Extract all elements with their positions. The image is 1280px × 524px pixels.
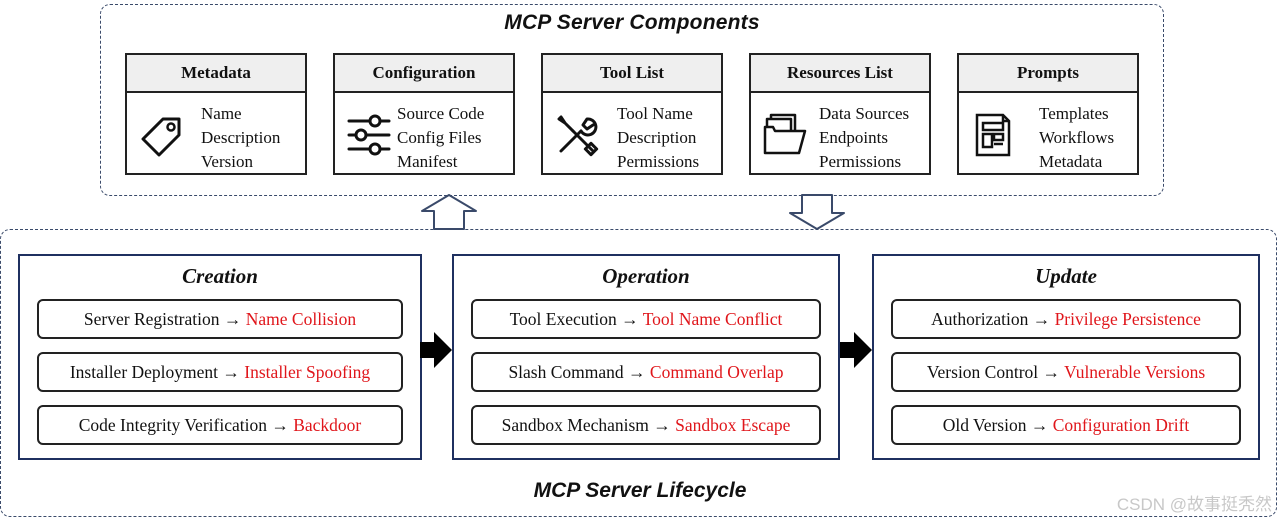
arrow-symbol: → xyxy=(1042,362,1061,382)
risk-label: Command Overlap xyxy=(649,362,784,382)
risk-label: Name Collision xyxy=(245,309,357,329)
down-arrow-icon xyxy=(789,194,845,230)
risk-label: Tool Name Conflict xyxy=(642,309,783,329)
right-arrow-icon xyxy=(420,332,452,368)
phase-label: Slash Command xyxy=(508,362,624,382)
card-line: Permissions xyxy=(617,152,700,171)
card-header: Metadata xyxy=(127,55,305,93)
lifecycle-item: Tool Execution → Tool Name Conflict xyxy=(471,299,821,339)
phase-label: Tool Execution xyxy=(509,309,617,329)
card-line: Data Sources xyxy=(819,104,910,123)
card-header: Tool List xyxy=(543,55,721,93)
card-line: Permissions xyxy=(819,152,902,171)
card-line: Source Code xyxy=(397,104,485,123)
folder-icon xyxy=(763,113,807,155)
configuration-card: Configuration Source Code Config Files M… xyxy=(333,53,515,175)
lifecycle-panel xyxy=(0,229,1277,517)
card-line: Workflows xyxy=(1039,128,1115,147)
card-line: Version xyxy=(201,152,253,171)
tag-icon xyxy=(141,117,181,157)
card-line: Config Files xyxy=(397,128,482,147)
risk-label: Sandbox Escape xyxy=(675,415,791,435)
metadata-card: Metadata Name Description Version xyxy=(125,53,307,175)
card-line: Description xyxy=(201,128,281,147)
card-header: Prompts xyxy=(959,55,1137,93)
phase-label: Sandbox Mechanism xyxy=(501,415,649,435)
components-title: MCP Server Components xyxy=(504,11,760,34)
phase-label: Authorization xyxy=(931,309,1029,329)
risk-label: Backdoor xyxy=(293,415,362,435)
phase-label: Installer Deployment xyxy=(69,362,219,382)
tool-list-card: Tool List Tool Name Description Permissi… xyxy=(541,53,723,175)
risk-label: Installer Spoofing xyxy=(244,362,371,382)
arrow-symbol: → xyxy=(271,415,289,435)
risk-label: Privilege Persistence xyxy=(1054,309,1201,329)
phase-label: Version Control xyxy=(926,362,1039,382)
right-arrow-icon xyxy=(840,332,872,368)
risk-label: Configuration Drift xyxy=(1052,415,1190,435)
stage-update: Update Authorization → Privilege Persist… xyxy=(872,254,1260,460)
card-header: Configuration xyxy=(335,55,513,93)
arrow-symbol: → xyxy=(628,362,646,382)
lifecycle-item: Slash Command → Command Overlap xyxy=(471,352,821,392)
lifecycle-item: Sandbox Mechanism → Sandbox Escape xyxy=(471,405,821,445)
lifecycle-item: Version Control → Vulnerable Versions xyxy=(891,352,1241,392)
up-arrow-icon xyxy=(421,194,477,230)
sliders-icon xyxy=(347,114,391,156)
arrow-symbol: → xyxy=(1032,309,1051,329)
resources-list-card: Resources List Data Sources Endpoints Pe… xyxy=(749,53,931,175)
card-line: Manifest xyxy=(397,152,458,171)
watermark: CSDN @故事挺秃然 xyxy=(1116,495,1272,514)
card-header: Resources List xyxy=(751,55,929,93)
arrow-symbol: → xyxy=(1030,415,1049,435)
phase-label: Server Registration xyxy=(83,309,220,329)
arrow-symbol: → xyxy=(223,309,242,329)
arrow-symbol: → xyxy=(653,415,671,435)
risk-label: Vulnerable Versions xyxy=(1064,362,1206,382)
card-line: Description xyxy=(617,128,697,147)
card-line: Name xyxy=(201,104,242,123)
arrow-symbol: → xyxy=(222,362,240,382)
components-panel: MCP Server Components Metadata Name Desc… xyxy=(100,4,1164,196)
stage-title: Operation xyxy=(602,264,690,288)
lifecycle-item: Installer Deployment → Installer Spoofin… xyxy=(37,352,403,392)
document-template-icon xyxy=(975,113,1011,157)
stage-title: Creation xyxy=(182,264,258,288)
card-line: Metadata xyxy=(1039,152,1103,171)
stage-operation: Operation Tool Execution → Tool Name Con… xyxy=(452,254,840,460)
lifecycle-item: Authorization → Privilege Persistence xyxy=(891,299,1241,339)
card-line: Endpoints xyxy=(819,128,888,147)
card-line: Templates xyxy=(1039,104,1109,123)
lifecycle-item: Code Integrity Verification → Backdoor xyxy=(37,405,403,445)
lifecycle-title: MCP Server Lifecycle xyxy=(533,479,747,502)
lifecycle-item: Server Registration → Name Collision xyxy=(37,299,403,339)
prompts-card: Prompts Templates Workflows Metadata xyxy=(957,53,1139,175)
lifecycle-item: Old Version → Configuration Drift xyxy=(891,405,1241,445)
card-line: Tool Name xyxy=(617,104,693,123)
wrench-screwdriver-icon xyxy=(557,115,599,157)
stage-title: Update xyxy=(1035,264,1097,288)
phase-label: Old Version xyxy=(942,415,1027,435)
stage-creation: Creation Server Registration → Name Coll… xyxy=(18,254,422,460)
arrow-symbol: → xyxy=(621,309,639,329)
phase-label: Code Integrity Verification xyxy=(78,415,267,435)
